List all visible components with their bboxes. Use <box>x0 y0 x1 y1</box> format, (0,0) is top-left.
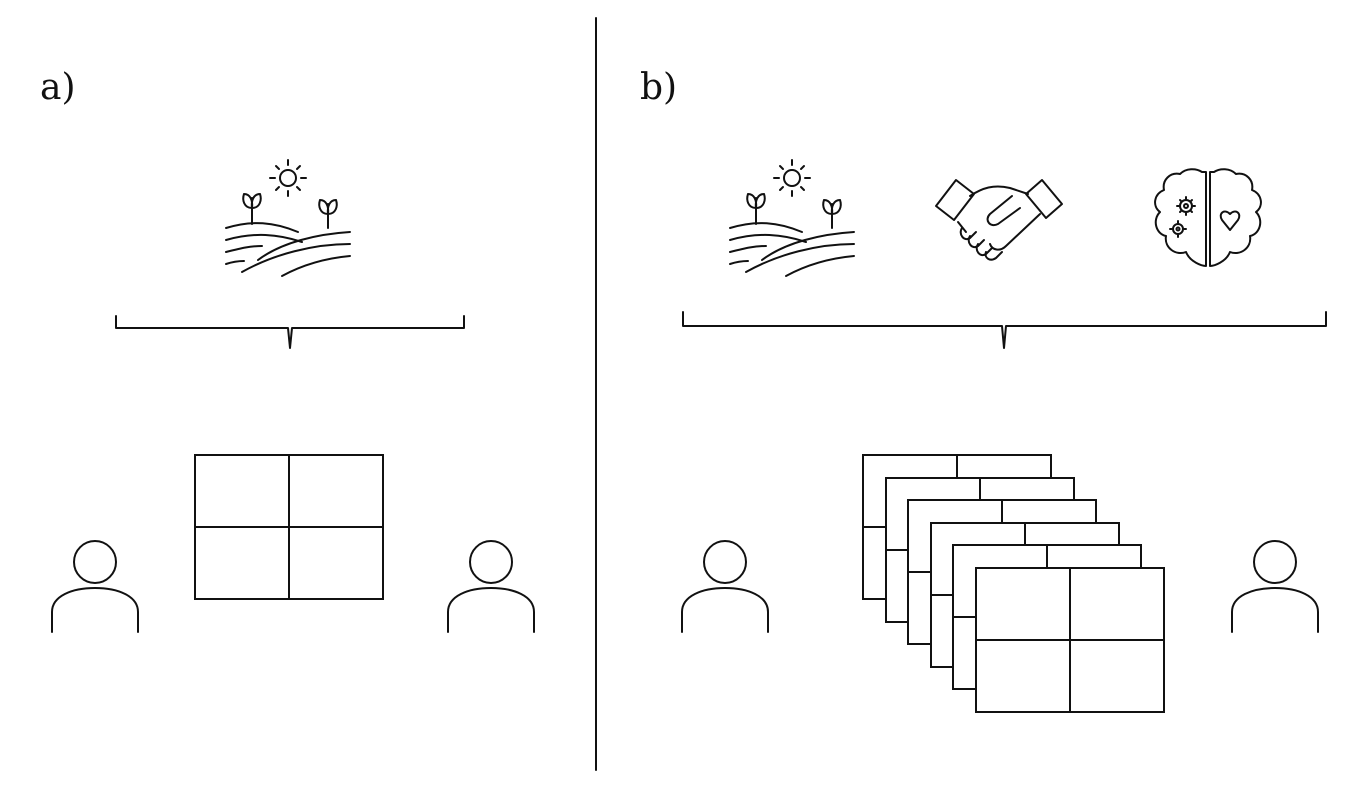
panel-b-label: b) <box>640 67 678 108</box>
person-icon-right <box>1231 540 1319 633</box>
panel-a-label: a) <box>40 67 76 108</box>
stacked-tables <box>862 454 1165 713</box>
handshake-icon <box>935 179 1063 261</box>
curly-brace <box>682 311 1327 349</box>
table-grid <box>194 454 384 600</box>
person-icon-right <box>447 540 535 633</box>
person-icon-left <box>681 540 769 633</box>
table-grid <box>975 567 1165 713</box>
brain-gears-heart-icon <box>1154 168 1262 267</box>
farmland-icon <box>729 159 855 277</box>
farmland-icon <box>225 159 351 277</box>
curly-brace <box>115 315 465 349</box>
person-icon-left <box>51 540 139 633</box>
